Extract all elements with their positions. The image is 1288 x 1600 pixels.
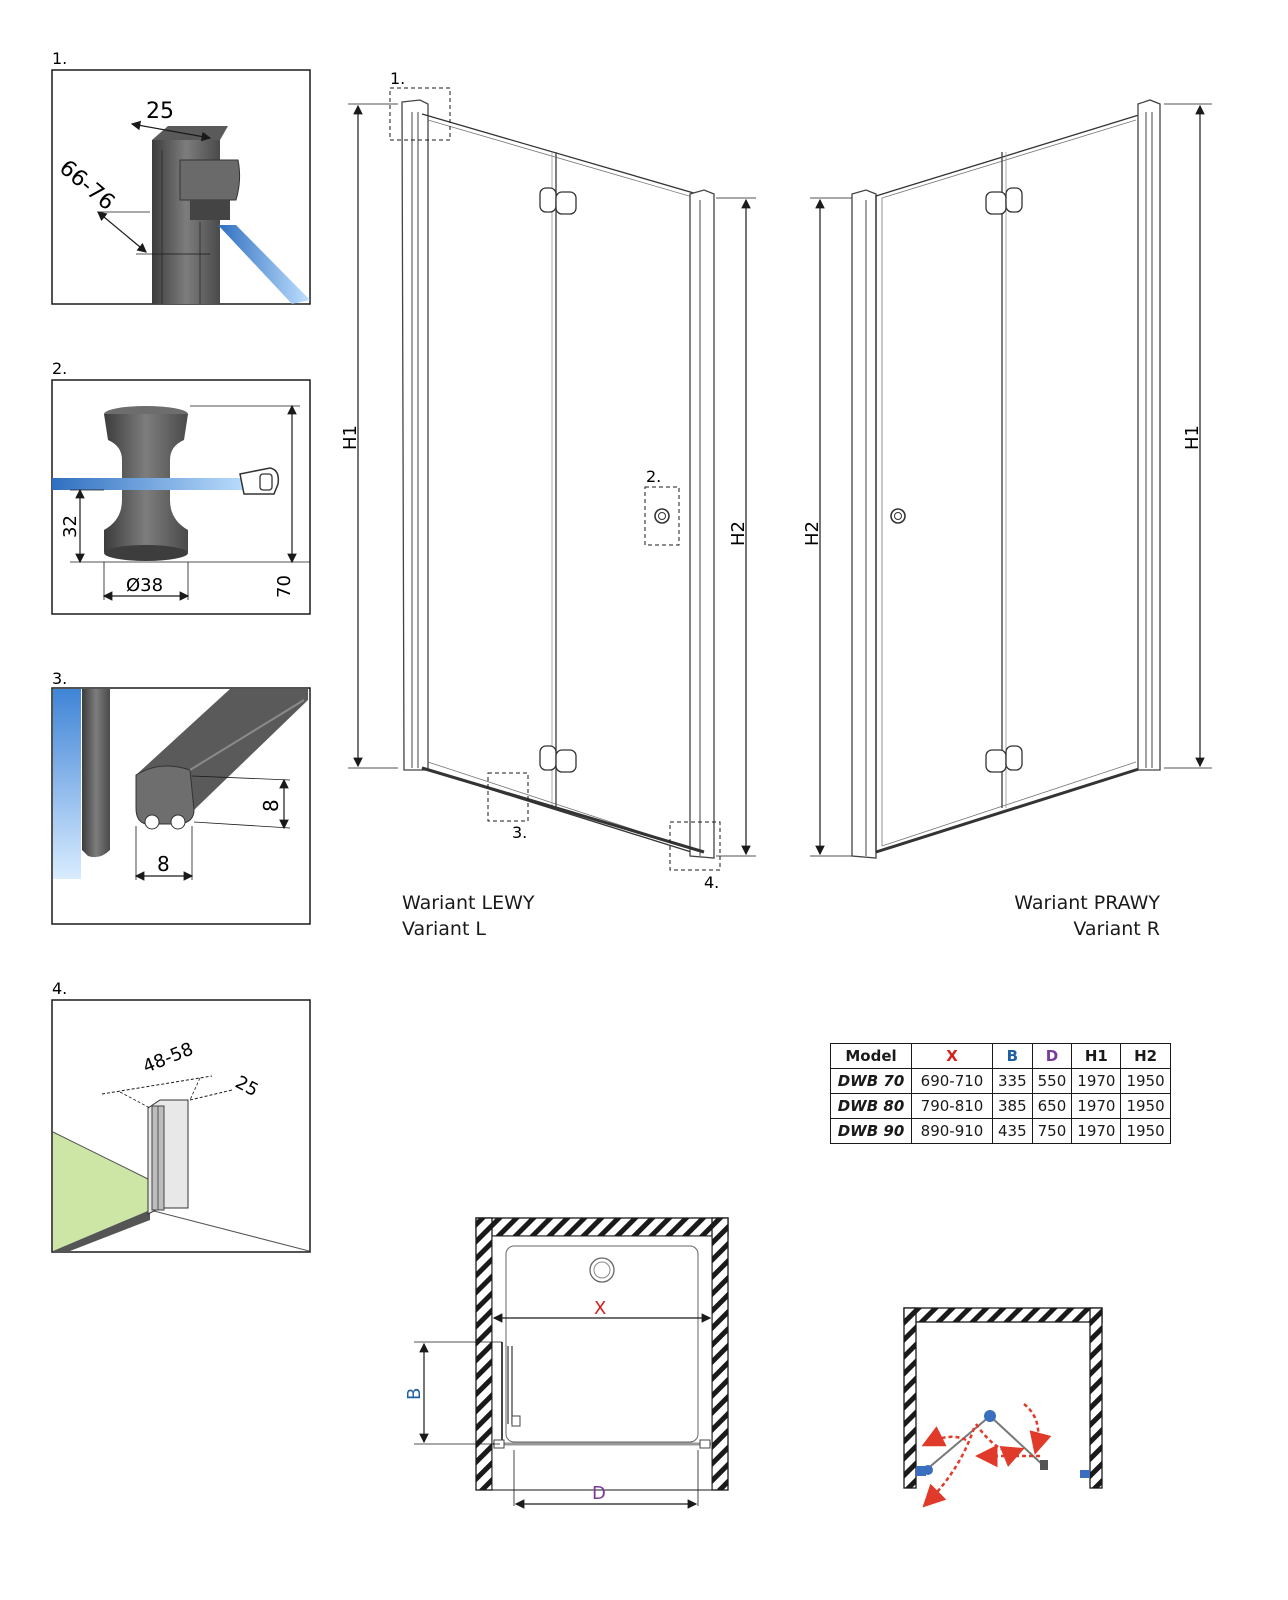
table-header-row: Model X B D H1 H2 <box>830 1043 1171 1069</box>
table-row: DWB 80 790-810 385 650 1970 1950 <box>830 1093 1171 1119</box>
left-variant-elevation: H1 1. 2. 3. <box>340 69 756 892</box>
dim-32-text: 32 <box>60 515 81 538</box>
hinge-bottom-left <box>539 745 577 773</box>
swing-arrow-1 <box>921 1426 967 1447</box>
dim-66-76-line <box>97 211 147 253</box>
header-x: X <box>911 1043 993 1069</box>
x-dim-label: X <box>594 1298 606 1319</box>
cell-b: 435 <box>992 1118 1033 1144</box>
cell-d: 650 <box>1031 1093 1073 1119</box>
hinge-joint-icon <box>984 1410 996 1422</box>
right-variant-elevation: H2 H1 <box>802 99 1212 859</box>
detail-2-number: 2. <box>52 359 67 378</box>
header-b: B <box>992 1043 1033 1069</box>
callout-2: 2. <box>646 467 661 486</box>
dim-8-horizontal-text: 8 <box>157 852 170 876</box>
h1-label-right: H1 <box>1182 425 1203 450</box>
knob-right <box>890 508 906 524</box>
h2-label-right: H2 <box>802 521 823 546</box>
top-profile-illustration <box>152 126 310 304</box>
variant-left-caption: Wariant LEWY Variant L <box>402 890 534 942</box>
swing-arrow-2 <box>922 1427 976 1508</box>
detail-3-number: 3. <box>52 669 67 688</box>
cell-h2: 1950 <box>1120 1093 1171 1119</box>
swing-arrow-4 <box>1023 1403 1052 1455</box>
cell-h2: 1950 <box>1120 1118 1171 1144</box>
table-row: DWB 70 690-710 335 550 1970 1950 <box>830 1068 1171 1094</box>
swing-arrow-3 <box>974 1423 1025 1467</box>
callout-box-3 <box>487 772 529 822</box>
cell-h1: 1970 <box>1071 1118 1122 1144</box>
seal-illustration <box>53 689 308 879</box>
dim-38-text: Ø38 <box>126 575 163 596</box>
dim-25-line <box>130 120 212 142</box>
h2-label-left: H2 <box>728 521 749 546</box>
dimensions-table: Model X B D H1 H2 DWB 70 690-710 335 550… <box>830 1043 1171 1144</box>
detail-1-number: 1. <box>52 49 67 68</box>
detail-3: 3. 8 8 <box>51 669 311 925</box>
header-model: Model <box>830 1043 912 1069</box>
knob-illustration <box>52 406 280 561</box>
cell-model: DWB 80 <box>830 1093 912 1119</box>
callout-box-1 <box>389 87 451 141</box>
cell-d: 750 <box>1031 1118 1073 1144</box>
cell-model: DWB 70 <box>830 1068 912 1094</box>
dim-25-side-line <box>189 1089 233 1101</box>
callout-box-2 <box>644 486 680 546</box>
cell-x: 690-710 <box>911 1068 993 1094</box>
callout-4: 4. <box>704 873 719 892</box>
variant-left-line-2: Variant L <box>402 918 487 940</box>
cell-b: 385 <box>992 1093 1033 1119</box>
table-row: DWB 90 890-910 435 750 1970 1950 <box>830 1118 1171 1144</box>
variant-right-line-1: Wariant PRAWY <box>1014 892 1160 914</box>
detail-2: 2. Ø38 32 70 <box>51 359 311 615</box>
h1-label-left: H1 <box>340 425 361 450</box>
hinge-top-left <box>539 187 577 215</box>
cell-d: 550 <box>1031 1068 1073 1094</box>
callout-1: 1. <box>390 69 405 88</box>
header-h2: H2 <box>1120 1043 1171 1069</box>
cell-b: 335 <box>992 1068 1033 1094</box>
opening-scheme <box>903 1307 1103 1508</box>
plan-view: X B D <box>404 1217 729 1509</box>
callout-3: 3. <box>512 823 527 842</box>
dim-25-text: 25 <box>146 99 174 124</box>
cell-h2: 1950 <box>1120 1068 1171 1094</box>
hinge-bottom-right <box>985 745 1023 773</box>
dim-8-vertical-text: 8 <box>259 799 283 812</box>
variant-right-line-2: Variant R <box>1073 918 1160 940</box>
dim-48-58-line <box>101 1075 213 1095</box>
d-dim-label: D <box>592 1483 606 1504</box>
dim-70-text: 70 <box>274 575 295 598</box>
cell-x: 790-810 <box>911 1093 993 1119</box>
cell-h1: 1970 <box>1071 1068 1122 1094</box>
detail-4: 4. 48-58 25 <box>51 979 311 1253</box>
knob-left <box>654 508 670 524</box>
header-d: D <box>1031 1043 1073 1069</box>
detail-4-number: 4. <box>52 979 67 998</box>
header-h1: H1 <box>1071 1043 1122 1069</box>
b-dim-label: B <box>404 1388 425 1400</box>
cell-x: 890-910 <box>911 1118 993 1144</box>
wall-profile-illustration <box>52 1099 310 1252</box>
cell-model: DWB 90 <box>830 1118 912 1144</box>
hinge-top-right <box>985 187 1023 215</box>
cell-h1: 1970 <box>1071 1093 1122 1119</box>
detail-1: 1. 25 66-76 <box>51 49 311 305</box>
variant-right-caption: Wariant PRAWY Variant R <box>960 890 1160 942</box>
callout-box-4 <box>669 821 721 871</box>
variant-left-line-1: Wariant LEWY <box>402 892 535 914</box>
